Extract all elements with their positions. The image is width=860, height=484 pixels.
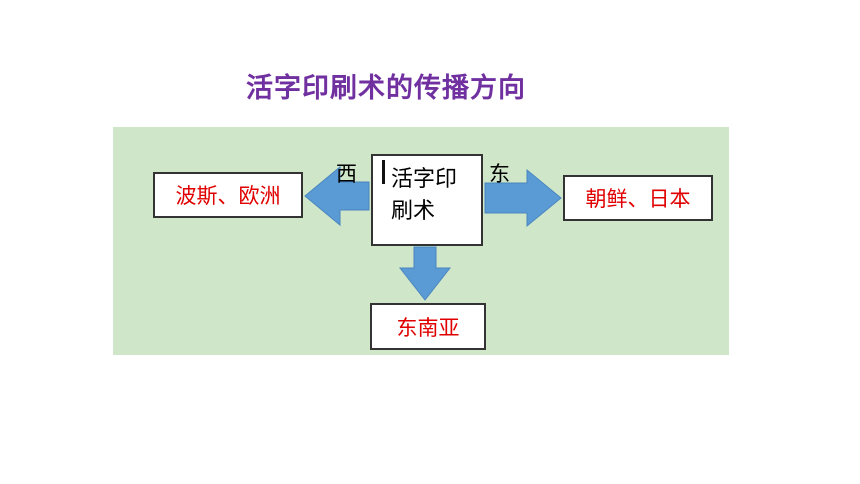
destination-box-east: 朝鲜、日本	[563, 175, 713, 221]
direction-label-west: 西	[336, 162, 357, 186]
arrow-east	[484, 168, 562, 228]
destination-label-east: 朝鲜、日本	[585, 187, 691, 211]
arrow-south	[398, 246, 452, 301]
destination-label-west: 波斯、欧洲	[175, 184, 281, 208]
page-title: 活字印刷术的传播方向	[246, 73, 526, 104]
destination-box-south: 东南亚	[370, 303, 486, 350]
direction-label-east: 东	[489, 162, 510, 186]
destination-label-south: 东南亚	[396, 315, 460, 340]
text-cursor	[382, 160, 385, 184]
arrow-west	[304, 165, 370, 227]
destination-box-west: 波斯、欧洲	[153, 172, 303, 218]
center-box: 活字印 刷术	[371, 154, 483, 246]
center-label-line1: 活字印	[391, 167, 458, 192]
center-label-line2: 刷术	[391, 199, 436, 224]
